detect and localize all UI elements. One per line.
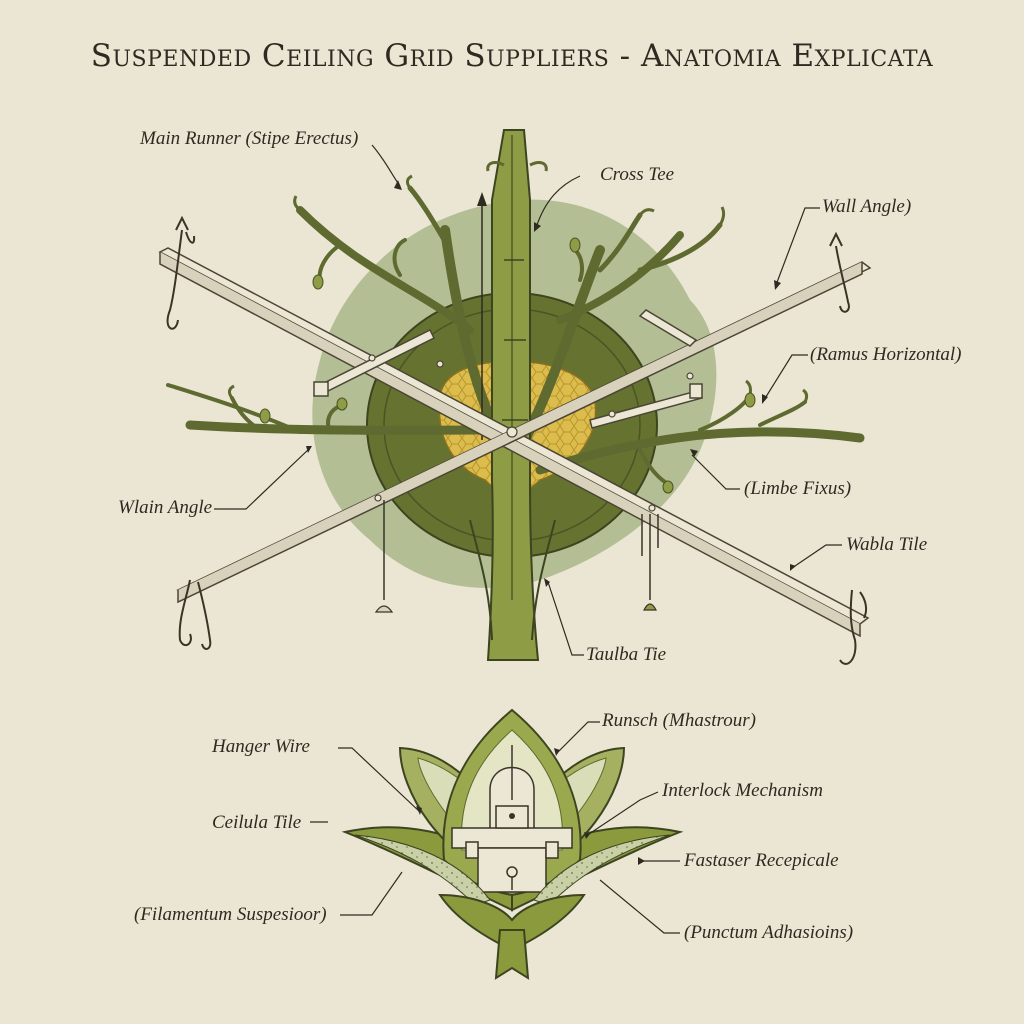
label-wall-angle: Wall Angle) <box>822 196 912 217</box>
label-ramus-horizontal: (Ramus Horizontal) <box>810 344 962 365</box>
label-cross-tee: Cross Tee <box>600 164 675 185</box>
label-wabla-tile: Wabla Tile <box>846 534 928 555</box>
lower-diagram <box>341 708 684 980</box>
leader-lines <box>214 144 842 934</box>
label-limbe-fixus: (Limbe Fixus) <box>744 478 852 499</box>
label-punctum: (Punctum Adhasioins) <box>684 922 854 943</box>
label-hanger-wire: Hanger Wire <box>212 736 310 757</box>
label-ceilula-tile: Ceilula Tile <box>212 812 302 833</box>
label-filamentum: (Filamentum Suspesioor) <box>134 904 327 925</box>
grid-bar-ascending <box>176 261 872 604</box>
label-runsch: Runsch (Mhastrour) <box>602 710 756 731</box>
upper-diagram <box>158 129 872 665</box>
label-fastaser-recepicale: Fastaser Recepicale <box>684 850 839 871</box>
page-title: Suspended Ceiling Grid Suppliers - Anato… <box>90 38 934 74</box>
label-taulba-tie: Taulba Tie <box>586 644 667 665</box>
label-interlock-mechanism: Interlock Mechanism <box>662 780 823 801</box>
label-main-runner: Main Runner (Stipe Erectus) <box>140 128 359 149</box>
label-wlain-angle: Wlain Angle <box>118 497 213 518</box>
